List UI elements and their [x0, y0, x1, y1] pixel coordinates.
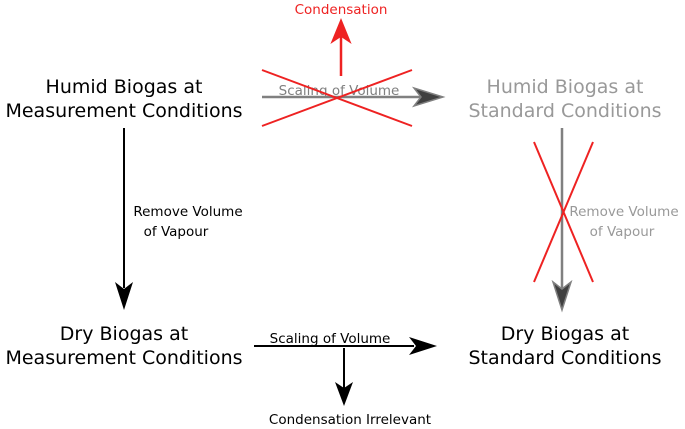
top-scaling-arrowhead-icon [411, 86, 446, 108]
left-vapour-label-line1: Remove Volume [133, 204, 242, 220]
node-humid-measurement-line2: Measurement Conditions [5, 100, 242, 122]
left-vapour-arrowhead-icon [115, 282, 133, 310]
right-cross-line-2 [533, 141, 594, 283]
edge-top-scaling: Scaling of Volume [262, 83, 446, 108]
edge-right-vapour: Remove Volume of Vapour [551, 128, 679, 313]
top-condensation-label: Condensation [295, 2, 388, 18]
top-cross-out-icon [261, 69, 413, 127]
node-humid-standard: Humid Biogas at Standard Conditions [468, 76, 661, 122]
bottom-condensation-label: Condensation Irrelevant [269, 412, 431, 428]
top-cross-line-2 [261, 69, 413, 127]
node-dry-measurement-line1: Dry Biogas at [60, 323, 188, 345]
right-cross-out-icon [533, 141, 594, 283]
node-dry-standard-line2: Standard Conditions [468, 347, 661, 369]
node-humid-measurement-line1: Humid Biogas at [46, 76, 203, 98]
node-humid-standard-line1: Humid Biogas at [487, 76, 644, 98]
edge-top-condensation: Condensation [295, 2, 388, 76]
right-vapour-label-line1: Remove Volume [569, 204, 678, 220]
node-dry-measurement: Dry Biogas at Measurement Conditions [5, 323, 242, 369]
node-dry-standard-line1: Dry Biogas at [501, 323, 629, 345]
node-humid-measurement: Humid Biogas at Measurement Conditions [5, 76, 242, 122]
right-vapour-arrowhead-icon [551, 279, 573, 313]
edge-left-vapour: Remove Volume of Vapour [115, 128, 243, 310]
edge-bottom-condensation: Condensation Irrelevant [269, 348, 431, 428]
right-vapour-label-line2: of Vapour [590, 224, 655, 240]
node-dry-measurement-line2: Measurement Conditions [5, 347, 242, 369]
condensation-arrowhead-icon [330, 18, 352, 44]
bottom-condensation-arrowhead-icon [335, 382, 353, 406]
left-vapour-label-line2: of Vapour [144, 224, 209, 240]
edge-bottom-scaling: Scaling of Volume [254, 331, 437, 355]
node-dry-standard: Dry Biogas at Standard Conditions [468, 323, 661, 369]
node-humid-standard-line2: Standard Conditions [468, 100, 661, 122]
bottom-scaling-arrowhead-icon [409, 337, 437, 355]
bottom-scaling-label: Scaling of Volume [270, 331, 391, 347]
